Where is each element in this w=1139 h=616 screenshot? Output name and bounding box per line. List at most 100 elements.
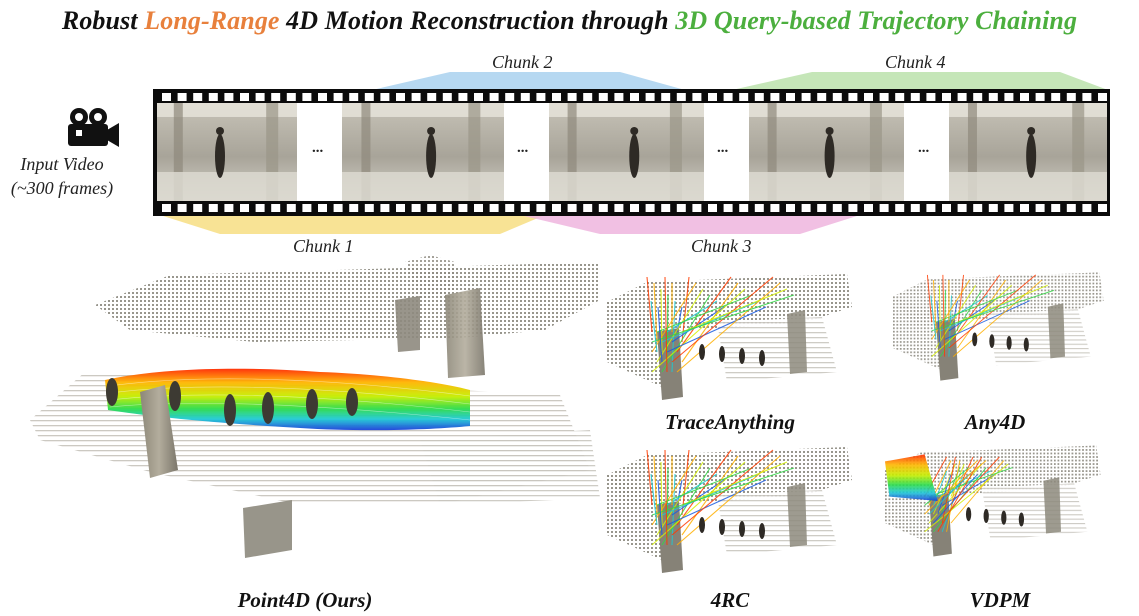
trajectory-line: [935, 284, 976, 349]
film-strip: [153, 89, 1110, 216]
chunk-3-band: [520, 215, 860, 234]
sprocket-hole-bottom: [396, 204, 405, 212]
sprocket-hole-top: [895, 93, 905, 101]
sprocket-hole-top: [583, 93, 593, 101]
trajectory-line: [931, 284, 1012, 357]
sprocket-hole-bottom: [380, 204, 390, 212]
input-video-label: Input Video (~300 frames): [4, 152, 120, 200]
chunk-2-band: [372, 72, 685, 90]
runner-figure: [989, 334, 995, 348]
trajectory-line: [926, 274, 933, 323]
video-frame: [549, 103, 704, 201]
sprocket-hole-top: [520, 93, 530, 101]
sprocket-hole-top: [708, 93, 717, 101]
sprocket-hole-bottom: [661, 204, 671, 212]
sprocket-hole-top: [910, 93, 920, 101]
point4d-trajectory-band: [105, 368, 470, 431]
sprocket-hole-bottom: [692, 204, 702, 212]
trajectory-line: [942, 274, 946, 357]
frame-ellipsis-3: ...: [717, 140, 729, 156]
sprocket-hole-bottom: [162, 204, 171, 212]
runner-figure: [699, 344, 705, 360]
sprocket-hole-top: [318, 93, 327, 101]
trajectory-line: [930, 295, 937, 340]
trajectory-line: [935, 289, 1018, 323]
chunk-4-label: Chunk 4: [885, 52, 946, 72]
trajectory-line: [671, 479, 725, 516]
trajectory-line: [671, 306, 725, 343]
runner-figure: [215, 134, 225, 178]
sprocket-hole-bottom: [988, 204, 998, 212]
trajectory-line: [661, 473, 760, 516]
trajectory-line: [664, 449, 668, 546]
sprocket-hole-top: [1082, 93, 1092, 101]
trajectory-line: [676, 276, 732, 353]
trajectory-line: [944, 300, 1030, 340]
sprocket-hole-bottom: [536, 204, 546, 212]
vdpm-pointcloud: [885, 445, 1101, 557]
trajectory-line: [651, 467, 795, 516]
trajectory-line: [656, 467, 753, 506]
video-frame: [949, 103, 1107, 201]
sprocket-hole-bottom: [770, 204, 780, 212]
trajectory-line: [650, 473, 658, 526]
chunk-1-band: [160, 215, 545, 234]
sprocket-hole-bottom: [1035, 204, 1045, 212]
sprocket-hole-bottom: [926, 204, 936, 212]
runner-figure: [824, 134, 835, 178]
trajectory-line: [656, 294, 753, 333]
sprocket-hole-top: [349, 93, 359, 101]
sprocket-hole-bottom: [208, 204, 218, 212]
trajectory-line: [661, 467, 711, 546]
frame-ellipsis-1: ...: [312, 140, 324, 156]
sprocket-hole-bottom: [193, 204, 203, 212]
trajectory-line: [651, 288, 746, 373]
trajectory-line: [931, 279, 970, 340]
sprocket-hole-top: [442, 93, 452, 101]
sprocket-hole-bottom: [333, 204, 343, 212]
sprocket-hole-bottom: [349, 204, 359, 212]
runner-figure: [759, 350, 765, 366]
sprocket-hole-bottom: [505, 204, 515, 212]
point4d-pointcloud: [30, 255, 600, 558]
sprocket-hole-top: [224, 93, 234, 101]
sprocket-hole-bottom: [801, 204, 811, 212]
sprocket-hole-top: [396, 93, 405, 101]
input-video-line-2: (~300 frames): [10, 178, 114, 198]
sprocket-hole-bottom: [1098, 204, 1107, 212]
trajectory-line: [952, 274, 1001, 340]
frame-gap: [504, 103, 549, 201]
sprocket-hole-bottom: [458, 204, 468, 212]
4rc-pointcloud: [607, 447, 852, 573]
trajectory-line: [946, 460, 961, 532]
trajectory-line: [653, 282, 658, 343]
frame-gap: [904, 103, 949, 201]
sprocket-hole-bottom: [910, 204, 920, 212]
caption-point4d: Point4D (Ours): [237, 588, 373, 612]
sprocket-hole-top: [255, 93, 265, 101]
sprocket-hole-bottom: [942, 204, 951, 212]
trajectory-line: [651, 294, 795, 343]
sprocket-hole-bottom: [255, 204, 265, 212]
sprocket-hole-top: [926, 93, 936, 101]
traceanything-pointcloud: [607, 274, 852, 400]
sprocket-hole-bottom: [817, 204, 827, 212]
trajectory-line: [676, 455, 781, 546]
trajectory-line: [664, 276, 668, 373]
trajectory-line: [651, 282, 697, 353]
trajectory-line: [948, 274, 1037, 349]
trajectory-line: [661, 300, 760, 343]
figure-title: Robust Long-Range 4D Motion Reconstructi…: [0, 6, 1139, 36]
sprocket-hole-top: [208, 93, 218, 101]
frame-ellipsis-4: ...: [918, 140, 930, 156]
sprocket-hole-top: [848, 93, 858, 101]
trajectory-line: [950, 463, 965, 497]
sprocket-hole-top: [411, 93, 421, 101]
runner-figure: [972, 332, 978, 347]
runner-figure: [1018, 512, 1025, 527]
trajectory-line: [656, 461, 704, 536]
frame-gap: [297, 103, 342, 201]
trajectory-line: [937, 456, 983, 533]
sprocket-hole-top: [1051, 93, 1061, 101]
sprocket-hole-bottom: [583, 204, 593, 212]
